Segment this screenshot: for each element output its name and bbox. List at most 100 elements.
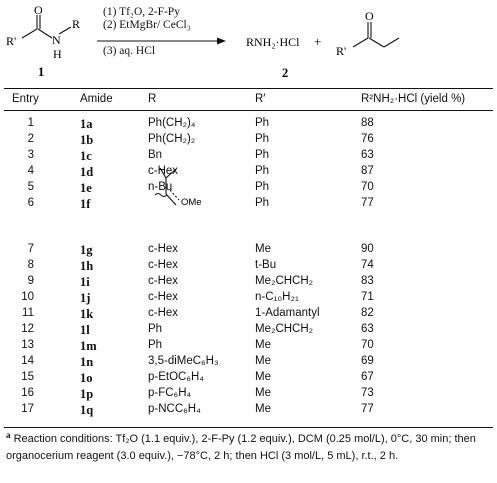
cell-r-prime-group: Me (255, 339, 271, 351)
ketone-structure (352, 22, 400, 48)
reaction-arrowhead (217, 37, 226, 45)
cell-amide: 1i (80, 275, 90, 289)
cell-amide: 1l (80, 323, 90, 337)
cell-r-group: c-Hex (148, 259, 179, 271)
cell-entry: 2 (27, 133, 34, 145)
cell-yield: 83 (361, 275, 374, 287)
cell-entry: 12 (21, 323, 34, 335)
amide-r-group: R (72, 17, 80, 31)
cell-r-group: Bn (148, 149, 163, 161)
cell-r-group: Ph(CH₂)₂ (148, 133, 196, 145)
cell-r-group: Ph (148, 323, 163, 335)
cell-r-prime-group: Ph (255, 149, 270, 161)
amide-rprime-group: R' (6, 34, 16, 48)
cell-yield: 71 (361, 291, 374, 303)
condition-step-3: (3) aq. HCl (103, 45, 156, 57)
reaction-scheme: O N H R R' 1 RNH₂·HCl + 2 O R' (1) Tf₂O,… (0, 0, 497, 84)
ketone-rprime-group: R' (336, 44, 346, 58)
product-compound-label: 2 (282, 66, 288, 80)
cell-amide: 1q (80, 403, 94, 417)
cell-r-prime-group: Me₂CHCH₂ (255, 275, 314, 287)
cell-yield: 74 (361, 259, 374, 271)
cell-r-group: p-EtOC₆H₄ (148, 371, 204, 383)
cell-r-group: Ph(CH₂)₄ (148, 117, 196, 129)
cell-r-group: p-NCC₆H₄ (148, 403, 201, 415)
condition-step-2: (2) EtMgBr/ CeCl₃ (103, 19, 191, 31)
cell-yield: 76 (361, 133, 374, 145)
cell-r-prime-group: Me (255, 371, 271, 383)
cell-r-group: c-Hex (148, 307, 179, 319)
cell-yield: 63 (361, 149, 374, 161)
cell-entry: 14 (21, 355, 34, 367)
plus-sign: + (314, 34, 321, 49)
cell-amide: 1m (80, 339, 97, 353)
ketone-oxygen: O (365, 9, 374, 23)
header-r-prime: R′ (255, 93, 266, 105)
reaction-scheme-drawing: O N H R R' 1 RNH₂·HCl + 2 O R' (6, 3, 400, 80)
cell-amide: 1j (80, 291, 91, 305)
cell-amide: 1o (80, 371, 93, 385)
cell-r-group: c-Hex (148, 243, 179, 255)
cell-amide: 1g (80, 243, 93, 257)
cell-entry: 6 (27, 197, 34, 209)
cell-r-prime-group: Ph (255, 165, 270, 177)
cell-r-group: p-FC₆H₄ (148, 387, 192, 399)
cell-r-prime-group: Me (255, 243, 271, 255)
cell-entry: 1 (27, 117, 34, 129)
cell-yield: 77 (361, 197, 374, 209)
cell-yield: 87 (361, 165, 374, 177)
cell-r-prime-group: 1-Adamantyl (255, 307, 320, 319)
product-amine-salt: RNH₂·HCl (246, 35, 300, 49)
cell-amide: 1c (80, 149, 92, 163)
methoxy-label: OMe (181, 197, 202, 208)
cell-yield: 67 (361, 371, 374, 383)
table-footnote: a Reaction conditions: Tf₂O (1.1 equiv.)… (6, 431, 492, 464)
table-bottom-rule (4, 427, 493, 428)
cell-r-prime-group: Me (255, 355, 271, 367)
header-yield: R²NH₂·HCl (yield %) (361, 93, 466, 105)
cell-amide: 1a (80, 117, 93, 131)
cell-r-group: Ph (148, 339, 163, 351)
cell-r-prime-group: n-C₁₀H₂₁ (255, 291, 299, 303)
footnote-text: Reaction conditions: Tf₂O (1.1 equiv.), … (6, 433, 476, 462)
cell-r-prime-group: Ph (255, 117, 270, 129)
cell-yield: 73 (361, 387, 374, 399)
cell-entry: 10 (21, 291, 34, 303)
cell-amide: 1p (80, 387, 94, 401)
cell-yield: 69 (361, 355, 374, 367)
table-top-rule (4, 88, 493, 89)
cell-entry: 13 (21, 339, 34, 351)
cell-r-prime-group: Me (255, 403, 271, 415)
cell-amide: 1e (80, 181, 92, 195)
table-row: 15 1o p-EtOC₆H₄ Me 67 (0, 371, 497, 387)
header-entry: Entry (12, 93, 39, 105)
amide-nitrogen: N (52, 33, 61, 47)
entry-6-r-structure: OMe (154, 167, 202, 208)
amide-hydrogen: H (53, 47, 62, 61)
cell-r-group: c-Hex (148, 291, 179, 303)
cell-r-prime-group: Me (255, 387, 271, 399)
cell-entry: 15 (21, 371, 34, 383)
cell-entry: 8 (27, 259, 34, 271)
header-amide: Amide (80, 93, 113, 105)
cell-entry: 5 (27, 181, 34, 193)
cell-entry: 17 (21, 403, 34, 415)
amide-compound-label: 1 (38, 65, 44, 79)
cell-yield: 82 (361, 307, 374, 319)
amide-structure (21, 15, 72, 39)
cell-entry: 7 (27, 243, 34, 255)
cell-r-prime-group: Me₂CHCH₂ (255, 323, 314, 335)
cell-yield: 90 (361, 243, 374, 255)
header-r: R (148, 93, 157, 105)
footnote-marker: a (6, 430, 11, 440)
cell-amide: 1h (80, 259, 94, 273)
cell-yield: 70 (361, 181, 374, 193)
